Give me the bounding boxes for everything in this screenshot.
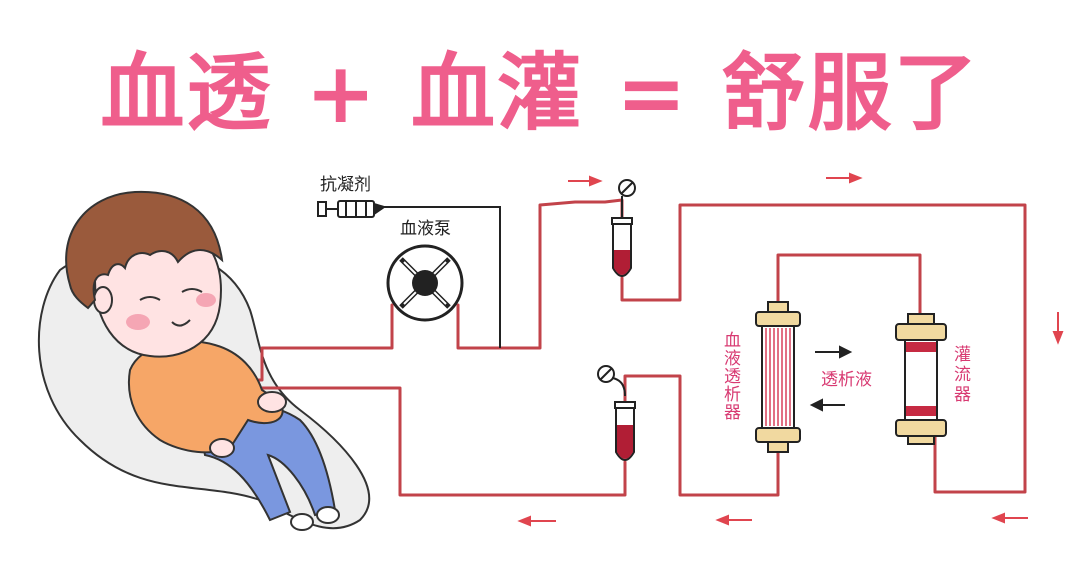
blood-pump-label: 血液泵 <box>400 219 451 239</box>
drip-chamber-icon <box>597 365 636 461</box>
title-comfortable: 舒服了 <box>721 44 980 142</box>
dialyzer-label-char: 血 <box>724 331 741 351</box>
dialyzer-label-char: 液 <box>724 349 741 369</box>
patient-hand <box>257 391 287 413</box>
title-hemodialysis: 血透 <box>100 44 273 142</box>
arrow-down-icon <box>1052 312 1064 345</box>
perfusion-to-dialyzer-line <box>776 253 922 317</box>
anticoagulant-label: 抗凝剂 <box>320 175 371 195</box>
patient-mouth <box>171 319 191 327</box>
dialyzer-label-char: 器 <box>724 403 741 423</box>
arterial-line <box>253 303 394 382</box>
anticoagulant-line <box>384 206 501 348</box>
perfusion-cartridge-icon <box>895 313 947 445</box>
perfusion-label-char: 器 <box>954 385 971 405</box>
patient-ear <box>93 286 113 314</box>
title-plus-sign: + <box>305 44 378 142</box>
dialysate-label: 透析液 <box>821 370 872 390</box>
patient-eye <box>181 288 203 293</box>
patient-shoe <box>316 506 340 524</box>
dialyzer-icon <box>755 301 801 453</box>
arrow-left-icon <box>517 515 556 527</box>
dialyzer-to-drip-line <box>623 374 780 497</box>
title-hemoperfusion: 血灌 <box>410 44 583 142</box>
flow-arrows <box>517 172 1064 527</box>
patient-blush <box>126 314 150 330</box>
dialysate-flow-arrows <box>809 345 853 412</box>
perfusion-label-char: 流 <box>954 365 971 385</box>
title-equals-sign: = <box>616 44 689 142</box>
dialyzer-label: 血 液 透 析 器 <box>724 331 741 423</box>
patient-hand <box>209 438 235 458</box>
pump-to-drip-line <box>456 198 624 350</box>
patient-eye <box>139 296 161 301</box>
arrow-left-icon <box>991 512 1028 524</box>
arrow-left-icon <box>715 514 752 526</box>
patient-figure <box>65 190 340 531</box>
page-title: 血透 + 血灌 = 舒服了 <box>0 38 1080 148</box>
dialyzer-label-char: 透 <box>724 367 741 387</box>
arrow-right-icon <box>826 172 863 184</box>
perfusion-label: 灌 流 器 <box>954 345 971 405</box>
patient-shoe <box>290 513 314 531</box>
arrow-right-icon <box>568 175 603 187</box>
patient-blush <box>196 293 216 307</box>
blood-pump-icon <box>386 244 464 322</box>
syringe-icon <box>317 200 387 218</box>
drip-chamber-icon <box>611 179 636 277</box>
patient-hair <box>65 190 224 310</box>
perfusion-label-char: 灌 <box>954 345 971 365</box>
dialyzer-label-char: 析 <box>724 385 741 405</box>
drip-to-top-loop-line <box>620 203 1027 494</box>
